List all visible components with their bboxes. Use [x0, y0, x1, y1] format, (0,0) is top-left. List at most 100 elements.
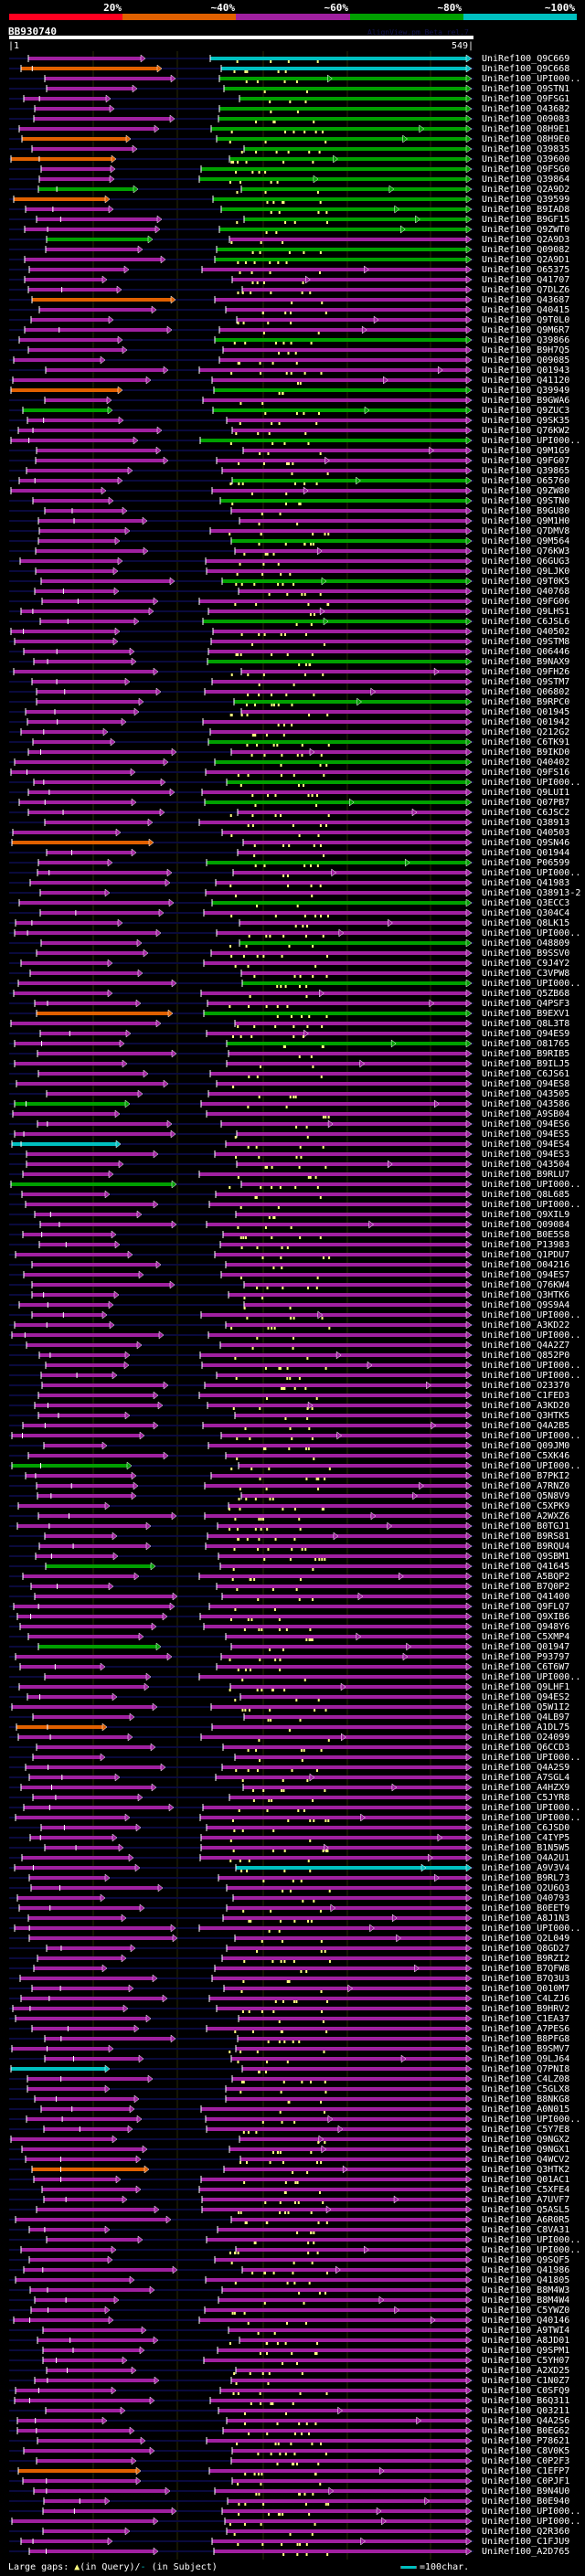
hit-label[interactable]: UniRef100_C6JSL6: [482, 617, 570, 627]
hit-label[interactable]: UniRef100_Q948Y6: [482, 1622, 570, 1632]
hit-label[interactable]: UniRef100_Q7DMV8: [482, 526, 570, 536]
hit-label[interactable]: UniRef100_B7QFW8: [482, 1964, 570, 1974]
hit-label[interactable]: UniRef100_A9V3V4: [482, 1863, 570, 1873]
hit-label[interactable]: UniRef100_Q9LUI1: [482, 788, 570, 798]
hit-label[interactable]: UniRef100_Q9LJ64: [482, 2054, 570, 2064]
hit-label[interactable]: UniRef100_A9TWI4: [482, 2326, 570, 2336]
hit-label[interactable]: UniRef100_Q212G2: [482, 727, 570, 737]
hit-label[interactable]: UniRef100_Q9M564: [482, 536, 570, 546]
hit-label[interactable]: UniRef100_UPI000..: [482, 868, 581, 878]
hit-label[interactable]: UniRef100_UPI000..: [482, 1361, 581, 1371]
hit-label[interactable]: UniRef100_Q2L049: [482, 1934, 570, 1944]
hit-label[interactable]: UniRef100_A9SB04: [482, 1109, 570, 1119]
hit-label[interactable]: UniRef100_B7Q3U3: [482, 1974, 570, 1984]
hit-label[interactable]: UniRef100_Q4PSF3: [482, 999, 570, 1009]
hit-label[interactable]: UniRef100_B0TGJ1: [482, 1521, 570, 1532]
hit-label[interactable]: UniRef100_UPI000..: [482, 1330, 581, 1341]
hit-label[interactable]: UniRef100_C1FJU9: [482, 2537, 570, 2547]
hit-label[interactable]: UniRef100_Q9NGX2: [482, 2135, 570, 2145]
hit-label[interactable]: UniRef100_Q06446: [482, 647, 570, 657]
hit-label[interactable]: UniRef100_Q06802: [482, 687, 570, 697]
hit-label[interactable]: UniRef100_P93797: [482, 1652, 570, 1662]
hit-label[interactable]: UniRef100_Q39866: [482, 335, 570, 345]
hit-label[interactable]: UniRef100_Q41645: [482, 1562, 570, 1572]
hit-label[interactable]: UniRef100_Q3HTK6: [482, 1290, 570, 1300]
hit-label[interactable]: UniRef100_Q8L3T8: [482, 1019, 570, 1029]
hit-label[interactable]: UniRef100_A4HZX9: [482, 1783, 570, 1793]
hit-label[interactable]: UniRef100_Q01947: [482, 1642, 570, 1652]
hit-label[interactable]: UniRef100_B9EXV1: [482, 1009, 570, 1019]
hit-label[interactable]: UniRef100_Q39600: [482, 154, 570, 164]
hit-label[interactable]: UniRef100_P78621: [482, 2436, 570, 2446]
hit-label[interactable]: UniRef100_B9RZI2: [482, 1954, 570, 1964]
hit-label[interactable]: UniRef100_Q4WCV2: [482, 2155, 570, 2165]
hit-label[interactable]: UniRef100_C0P2F3: [482, 2456, 570, 2466]
hit-label[interactable]: UniRef100_Q1PDU7: [482, 1250, 570, 1260]
hit-label[interactable]: UniRef100_Q010M7: [482, 1984, 570, 1994]
hit-label[interactable]: UniRef100_B9RLU7: [482, 1170, 570, 1180]
hit-label[interactable]: UniRef100_Q09082: [482, 245, 570, 255]
hit-label[interactable]: UniRef100_B9ILJ5: [482, 1059, 570, 1069]
hit-label[interactable]: UniRef100_Q2A9D1: [482, 255, 570, 265]
hit-label[interactable]: UniRef100_B0EET9: [482, 1903, 570, 1913]
hit-label[interactable]: UniRef100_Q9STM7: [482, 677, 570, 687]
hit-label[interactable]: UniRef100_O04216: [482, 1260, 570, 1270]
hit-label[interactable]: UniRef100_A7UVF7: [482, 2195, 570, 2205]
hit-label[interactable]: UniRef100_A3KD22: [482, 1320, 570, 1330]
hit-label[interactable]: UniRef100_Q6GUG3: [482, 557, 570, 567]
hit-label[interactable]: UniRef100_Q41707: [482, 275, 570, 285]
hit-label[interactable]: UniRef100_Q94ES8: [482, 1079, 570, 1089]
hit-label[interactable]: UniRef100_C8VA31: [482, 2225, 570, 2235]
hit-label[interactable]: UniRef100_O65760: [482, 476, 570, 486]
hit-label[interactable]: UniRef100_Q8L685: [482, 1190, 570, 1200]
hit-label[interactable]: UniRef100_O24099: [482, 1733, 570, 1743]
hit-label[interactable]: UniRef100_Q7PNI8: [482, 2064, 570, 2074]
hit-label[interactable]: UniRef100_C1EFP7: [482, 2466, 570, 2476]
hit-label[interactable]: UniRef100_UPI000..: [482, 1924, 581, 1934]
hit-label[interactable]: UniRef100_C6JSC2: [482, 808, 570, 818]
hit-label[interactable]: UniRef100_Q94ES2: [482, 1692, 570, 1702]
hit-label[interactable]: UniRef100_Q9FLQ7: [482, 1602, 570, 1612]
hit-label[interactable]: UniRef100_C0PJF1: [482, 2476, 570, 2486]
hit-label[interactable]: UniRef100_A1DL75: [482, 1723, 570, 1733]
hit-label[interactable]: UniRef100_Q9T0K5: [482, 577, 570, 587]
hit-label[interactable]: UniRef100_Q39599: [482, 195, 570, 205]
hit-label[interactable]: UniRef100_O65375: [482, 265, 570, 275]
hit-label[interactable]: UniRef100_B9RL73: [482, 1873, 570, 1883]
hit-label[interactable]: UniRef100_Q43504: [482, 1160, 570, 1170]
hit-label[interactable]: UniRef100_B7PKI2: [482, 1471, 570, 1481]
hit-label[interactable]: UniRef100_A2D765: [482, 2547, 570, 2557]
hit-label[interactable]: UniRef100_A7PES6: [482, 2024, 570, 2034]
hit-label[interactable]: UniRef100_Q4A2S9: [482, 1763, 570, 1773]
hit-label[interactable]: UniRef100_Q41400: [482, 1592, 570, 1602]
hit-label[interactable]: UniRef100_UPI000..: [482, 74, 581, 84]
hit-label[interactable]: UniRef100_Q9C669: [482, 54, 570, 64]
hit-label[interactable]: UniRef100_Q41983: [482, 878, 570, 888]
hit-label[interactable]: UniRef100_Q9T0L0: [482, 315, 570, 325]
hit-label[interactable]: UniRef100_Q94ES6: [482, 1119, 570, 1129]
hit-label[interactable]: UniRef100_Q9FG06: [482, 597, 570, 607]
hit-label[interactable]: UniRef100_Q43505: [482, 1089, 570, 1099]
hit-label[interactable]: UniRef100_O23370: [482, 1381, 570, 1391]
hit-label[interactable]: UniRef100_B1N5W5: [482, 1843, 570, 1853]
hit-label[interactable]: UniRef100_Q40793: [482, 1893, 570, 1903]
hit-label[interactable]: UniRef100_B0EG62: [482, 2426, 570, 2436]
hit-label[interactable]: UniRef100_UPI000..: [482, 2517, 581, 2527]
hit-label[interactable]: UniRef100_C1EA37: [482, 2014, 570, 2024]
hit-label[interactable]: UniRef100_B9HRV2: [482, 2004, 570, 2014]
hit-label[interactable]: UniRef100_Q2R360: [482, 2527, 570, 2537]
hit-label[interactable]: UniRef100_Q9SK35: [482, 416, 570, 426]
hit-label[interactable]: UniRef100_A2WXZ6: [482, 1511, 570, 1521]
hit-label[interactable]: UniRef100_C5XK46: [482, 1451, 570, 1461]
hit-label[interactable]: UniRef100_Q9SQF5: [482, 2255, 570, 2265]
hit-label[interactable]: UniRef100_UPI000..: [482, 2507, 581, 2517]
hit-label[interactable]: UniRef100_Q9FH26: [482, 667, 570, 677]
hit-label[interactable]: UniRef100_Q8GD27: [482, 1944, 570, 1954]
hit-label[interactable]: UniRef100_B9GWA6: [482, 396, 570, 406]
hit-label[interactable]: UniRef100_Q3ECC3: [482, 898, 570, 908]
hit-label[interactable]: UniRef100_UPI000..: [482, 1813, 581, 1823]
hit-label[interactable]: UniRef100_C8V0K5: [482, 2446, 570, 2456]
hit-label[interactable]: UniRef100_A8J1N3: [482, 1913, 570, 1924]
hit-label[interactable]: UniRef100_UPI000..: [482, 1461, 581, 1471]
hit-label[interactable]: UniRef100_Q01AC1: [482, 2175, 570, 2185]
